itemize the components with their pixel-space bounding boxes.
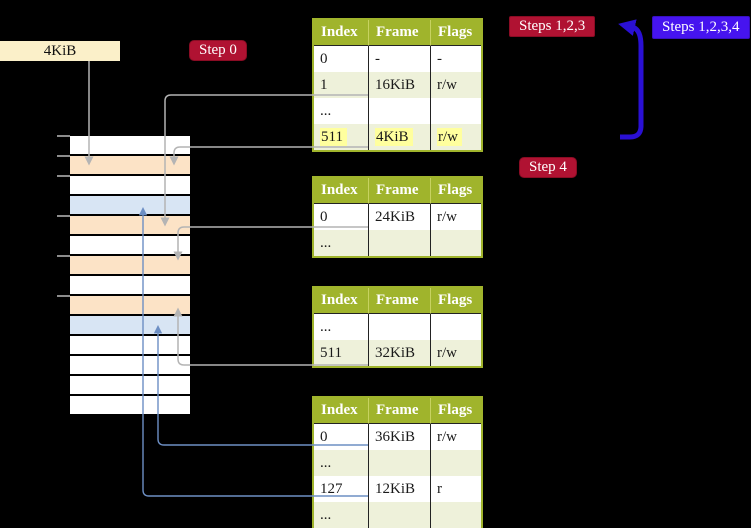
column-header: Frame [369,178,431,204]
table-row: ... [314,314,481,340]
table-cell: ... [314,98,369,124]
column-header: Index [314,398,369,424]
table-cell: 127 [314,476,369,502]
column-header: Flags [431,178,481,204]
memory-frame-row [70,216,190,234]
table-cell: r/w [431,72,481,98]
column-header: Index [314,288,369,314]
table-cell: 0 [314,46,369,72]
table-cell [431,450,481,476]
table-cell: 32KiB [369,340,431,366]
loop-arrow-steps-1-2-3-4 [618,19,644,140]
memory-frame-row [70,156,190,174]
table-row: ... [314,450,481,476]
address-tick [57,255,70,257]
table-row: 0-- [314,46,481,72]
table-cell: ... [314,314,369,340]
column-header: Frame [369,20,431,46]
address-tick [57,155,70,157]
table-cell [369,502,431,528]
table-row: ... [314,230,481,256]
address-tick [57,135,70,137]
table-cell: 0 [314,424,369,450]
table-cell: 4KiB [369,124,431,150]
table-cell [369,230,431,256]
table-cell: ... [314,450,369,476]
table-cell: 0 [314,204,369,230]
memory-frame-row [70,196,190,214]
table-cell [369,314,431,340]
memory-frame-row [70,336,190,354]
table-cell [431,314,481,340]
table-cell: 1 [314,72,369,98]
column-header: Frame [369,288,431,314]
badge-steps-1-2-3: Steps 1,2,3 [509,16,596,37]
address-tick [57,295,70,297]
table-cell [369,98,431,124]
table-cell: 511 [314,124,369,150]
memory-frame-row [70,236,190,254]
table-cell: r/w [431,124,481,150]
page-size-label: 4KiB [0,41,120,61]
memory-frame-row [70,176,190,194]
table-cell: r/w [431,424,481,450]
table-cell: 36KiB [369,424,431,450]
table-cell: - [369,46,431,72]
table-cell: r [431,476,481,502]
memory-frame-row [70,136,190,154]
physical-memory-stack [70,136,190,416]
column-header: Flags [431,398,481,424]
column-header: Index [314,20,369,46]
table-row: ... [314,502,481,528]
memory-frame-row [70,296,190,314]
table-cell [431,230,481,256]
memory-frame-row [70,276,190,294]
memory-frame-row [70,316,190,334]
table-cell: 24KiB [369,204,431,230]
table-cell: 16KiB [369,72,431,98]
table-cell: ... [314,230,369,256]
table-row: ... [314,98,481,124]
memory-frame-row [70,376,190,394]
column-header: Frame [369,398,431,424]
address-tick [57,215,70,217]
column-header: Flags [431,20,481,46]
table-cell [369,450,431,476]
table-cell [431,502,481,528]
badge-step-0: Step 0 [189,40,247,61]
badge-steps-1-2-3-4: Steps 1,2,3,4 [652,16,750,39]
address-tick [57,175,70,177]
column-header: Flags [431,288,481,314]
table-cell: 511 [314,340,369,366]
table-cell: ... [314,502,369,528]
table-cell: 12KiB [369,476,431,502]
memory-frame-row [70,396,190,414]
memory-frame-row [70,356,190,374]
table-cell [431,98,481,124]
column-header: Index [314,178,369,204]
table-cell: - [431,46,481,72]
table-cell: r/w [431,340,481,366]
table-cell: r/w [431,204,481,230]
memory-frame-row [70,256,190,274]
badge-step-4: Step 4 [519,157,577,178]
